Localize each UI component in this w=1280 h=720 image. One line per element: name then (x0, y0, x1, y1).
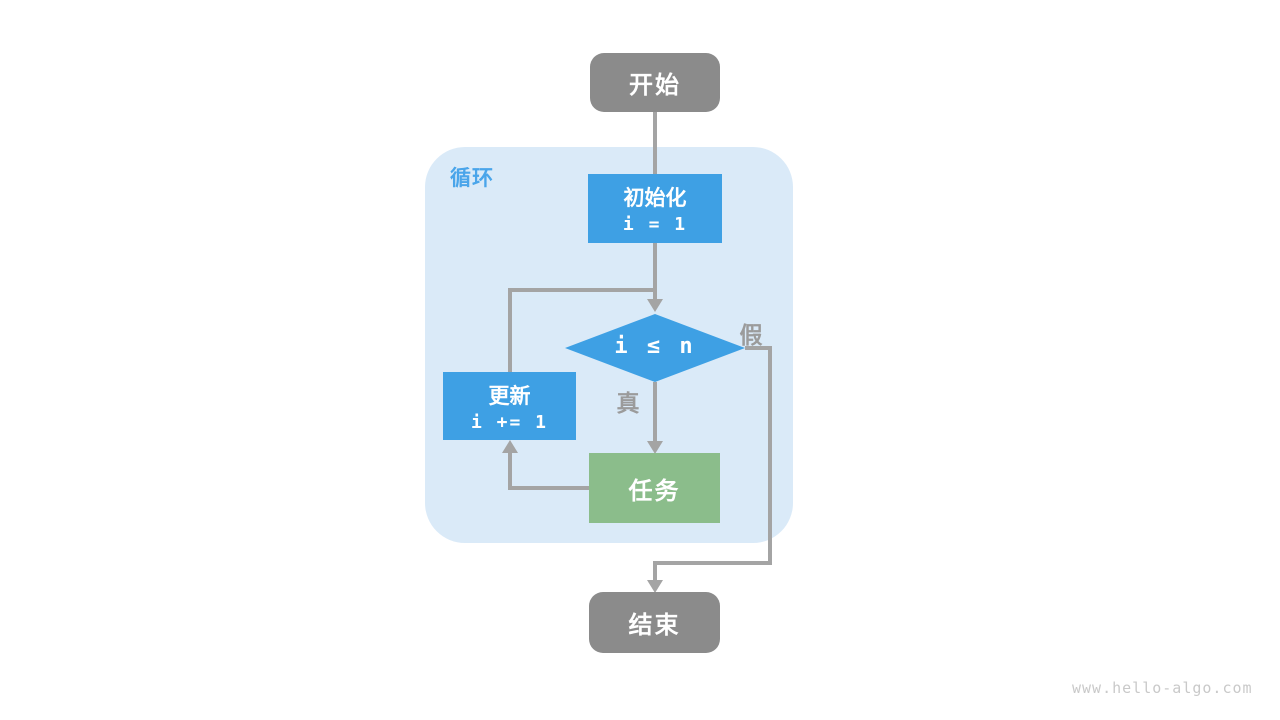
condition-diamond (565, 314, 745, 382)
arrowhead-into-end (647, 580, 663, 593)
init-node-label: 初始化 (623, 187, 687, 210)
start-node-label: 开始 (629, 72, 681, 99)
init-node: 初始化 i = 1 (588, 174, 722, 243)
watermark-text: www.hello-algo.com (1072, 679, 1253, 697)
update-node: 更新 i += 1 (443, 372, 576, 440)
task-node-label: 任务 (628, 477, 681, 505)
init-node-code: i = 1 (622, 214, 688, 235)
update-node-label: 更新 (488, 384, 531, 408)
edge-task-to-update (508, 452, 589, 490)
arrowhead-into-update (502, 440, 518, 453)
true-branch-label: 真 (616, 390, 640, 416)
update-node-code: i += 1 (470, 411, 549, 433)
end-node: 结束 (589, 592, 720, 653)
false-branch-label: 假 (739, 322, 763, 348)
edge-update-to-junction (508, 288, 655, 372)
edge-condition-to-end (653, 346, 772, 581)
arrowhead-into-task (647, 441, 663, 454)
start-node: 开始 (590, 53, 720, 112)
loop-container-label: 循环 (450, 167, 494, 190)
arrowhead-into-condition (647, 299, 663, 312)
condition-label: i ≤ n (614, 334, 696, 359)
task-node: 任务 (589, 453, 720, 523)
end-node-label: 结束 (628, 612, 681, 639)
